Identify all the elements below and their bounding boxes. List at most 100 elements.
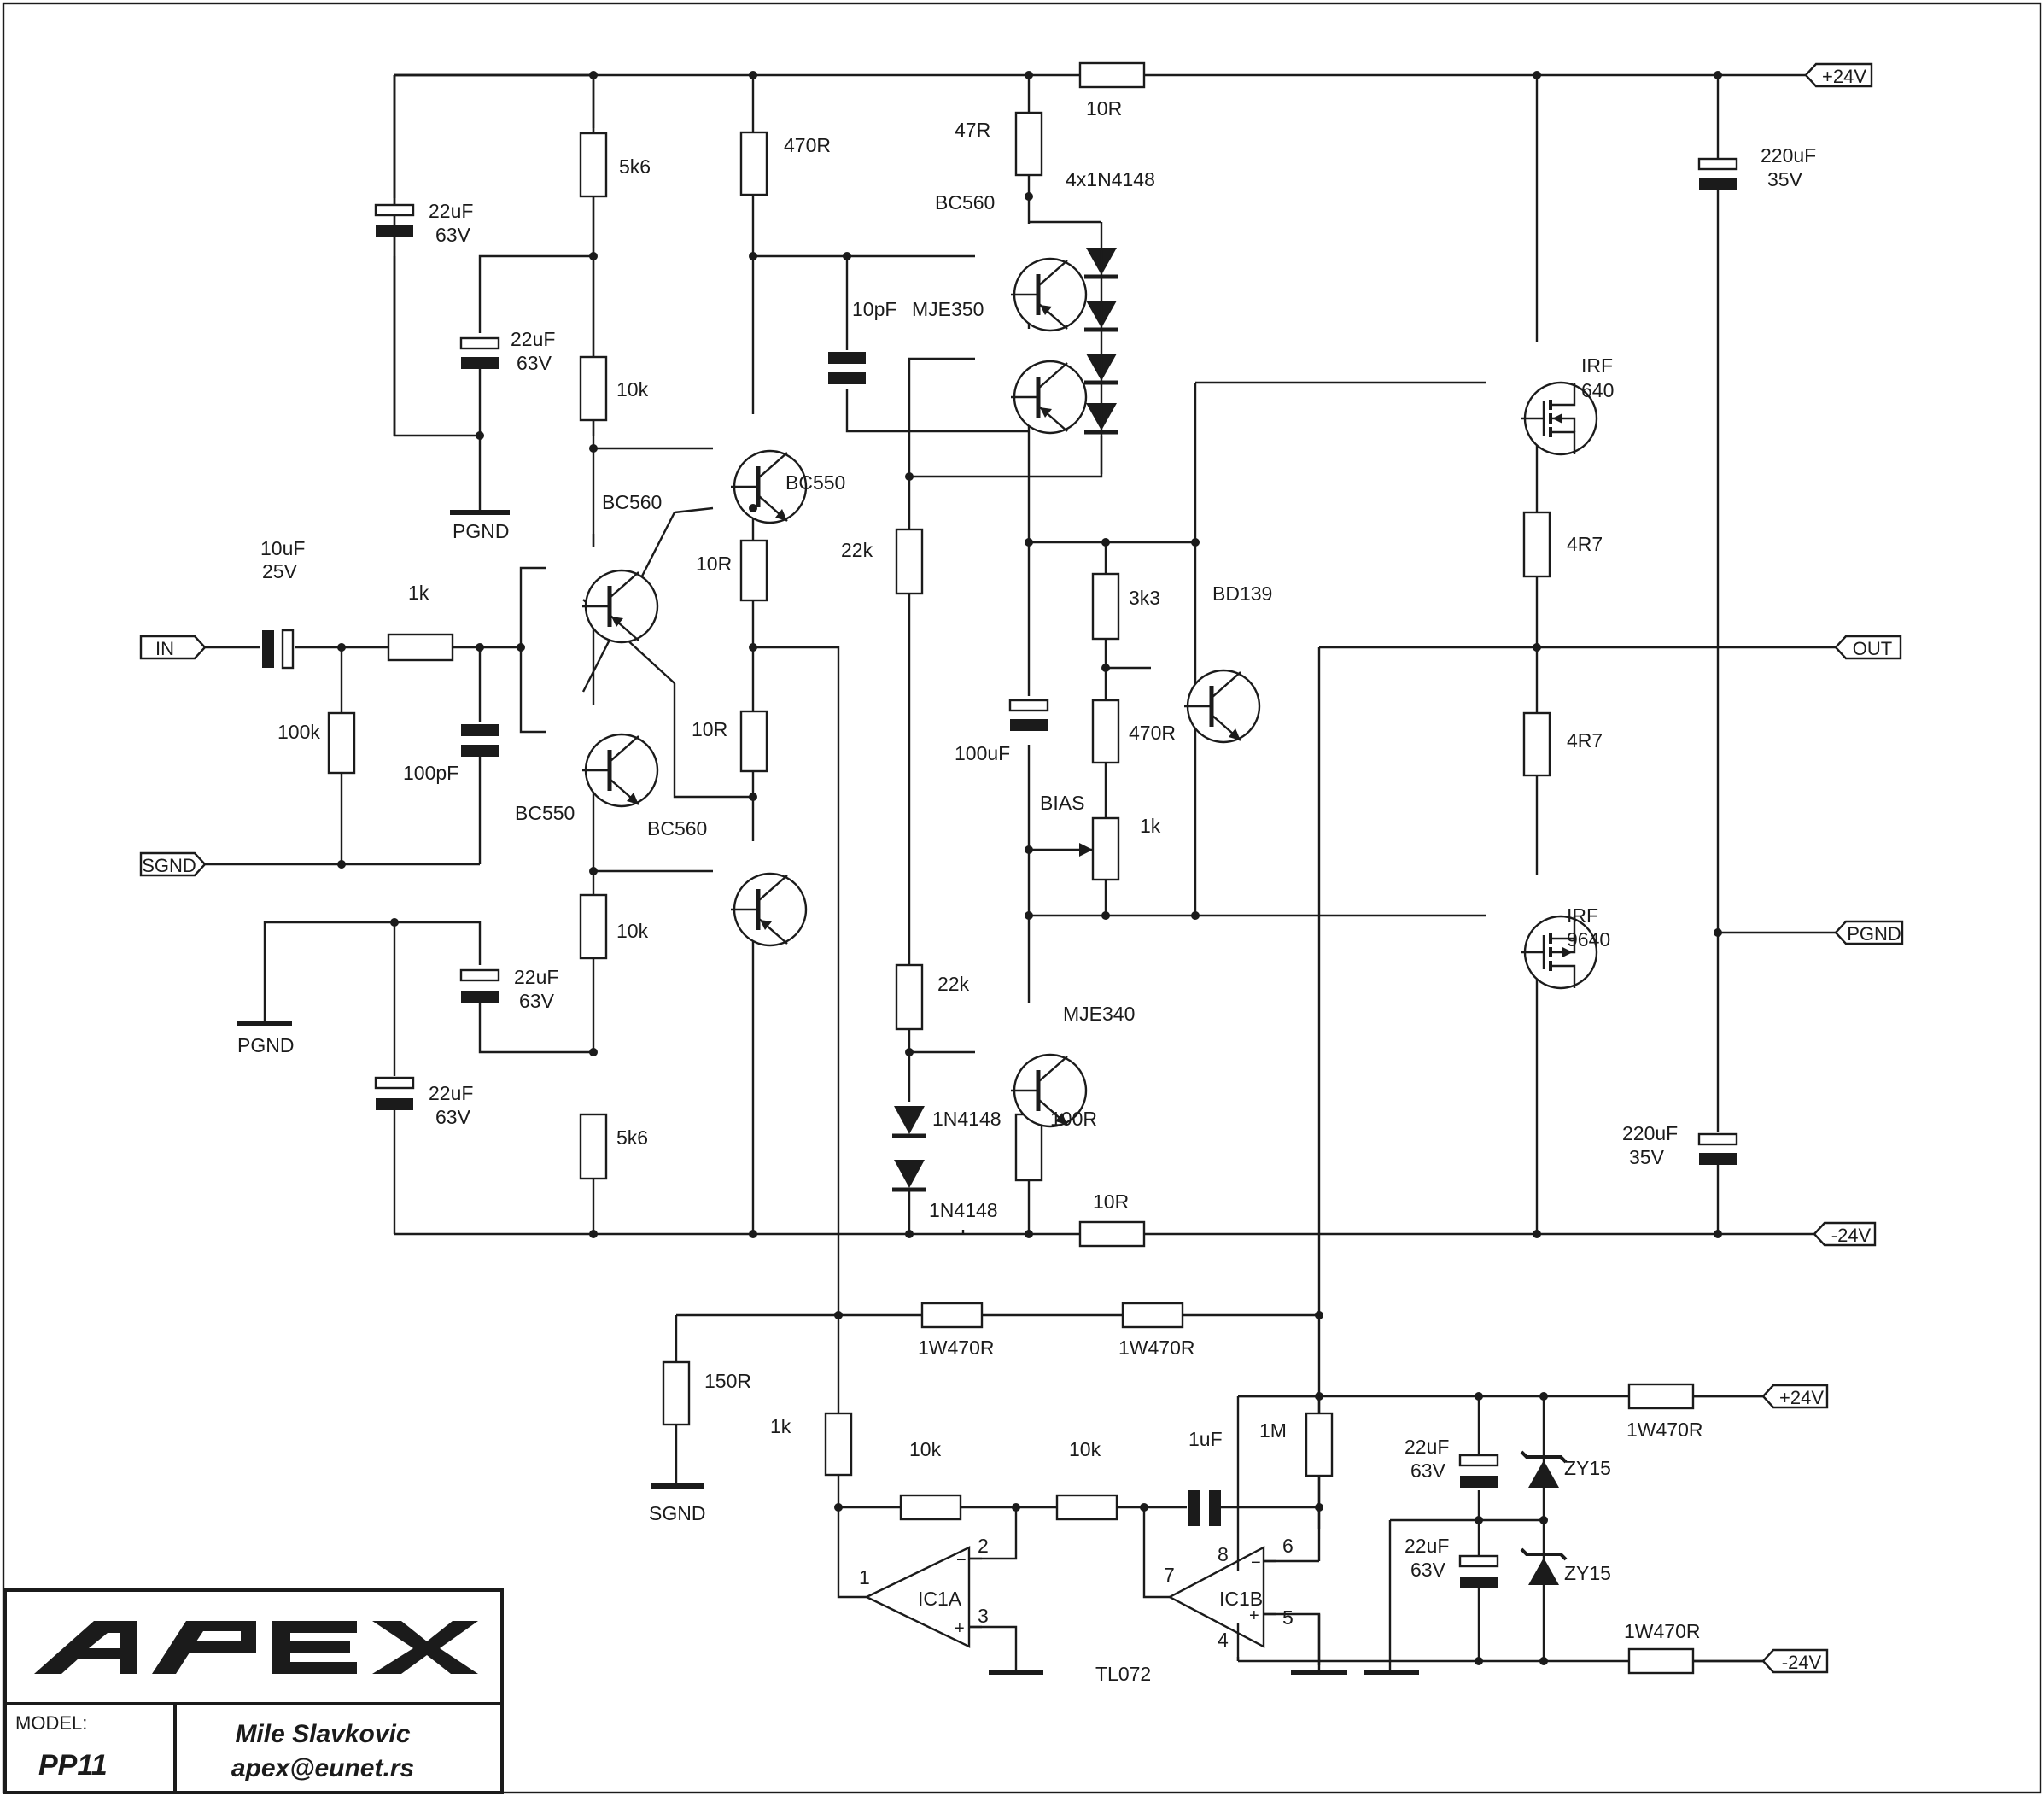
label-c-220-bottom-1: 220uF bbox=[1622, 1122, 1678, 1144]
opamp-ic1a bbox=[864, 1546, 971, 1648]
label-r-4r7-top: 4R7 bbox=[1567, 533, 1603, 555]
label-r-150r: 150R bbox=[704, 1370, 751, 1392]
author-name: Mile Slavkovic bbox=[235, 1720, 410, 1748]
apex-logo bbox=[34, 1621, 478, 1674]
label-c-aux-bottom-1: 22uF bbox=[1405, 1535, 1449, 1557]
label-r-4r7-bottom: 4R7 bbox=[1567, 729, 1603, 752]
resistor-3k3 bbox=[1091, 572, 1120, 641]
port-vneg-aux: -24V bbox=[1761, 1648, 1829, 1674]
resistor-4r7-top bbox=[1522, 511, 1551, 578]
label-bias: BIAS bbox=[1040, 792, 1084, 814]
label-r-10k-b: 10k bbox=[1069, 1438, 1101, 1460]
resistor-10r-top bbox=[1078, 61, 1146, 89]
label-c-100pf: 100pF bbox=[403, 762, 458, 784]
label-r-10k-a: 10k bbox=[909, 1438, 942, 1460]
resistor-10k-bottom bbox=[579, 893, 608, 960]
cap-22uf-bottom-outer bbox=[374, 1076, 415, 1110]
label-r-1w470-b: 1W470R bbox=[1118, 1337, 1194, 1359]
label-c-in-2: 25V bbox=[262, 560, 298, 582]
mosfet-irf9640 bbox=[1520, 915, 1598, 990]
svg-text:+: + bbox=[1249, 1606, 1259, 1625]
svg-text:-24V: -24V bbox=[1782, 1652, 1822, 1673]
resistor-1w470r-bottom bbox=[1627, 1647, 1695, 1675]
label-q-bc560-vas: BC560 bbox=[935, 191, 995, 214]
port-in: IN bbox=[139, 635, 207, 660]
resistor-10k-top bbox=[579, 355, 608, 422]
label-r-1w470-a: 1W470R bbox=[918, 1337, 994, 1359]
label-c-220-bottom-2: 35V bbox=[1629, 1146, 1665, 1168]
svg-text:+24V: +24V bbox=[1822, 66, 1866, 87]
ports: IN SGND +24V OUT PGND -24V +24V -24V bbox=[139, 62, 1904, 1674]
svg-text:OUT: OUT bbox=[1853, 638, 1892, 659]
resistor-1k-fb bbox=[824, 1412, 853, 1477]
label-q-bc560-lower: BC560 bbox=[647, 817, 707, 839]
label-r-10k-bottom: 10k bbox=[616, 920, 649, 942]
svg-text:−: − bbox=[1251, 1553, 1261, 1572]
svg-text:+: + bbox=[955, 1619, 965, 1638]
model-label: MODEL: bbox=[15, 1712, 87, 1734]
resistor-470r-bias bbox=[1091, 699, 1120, 764]
label-pin1: 1 bbox=[859, 1566, 870, 1588]
label-pin5: 5 bbox=[1282, 1606, 1294, 1629]
label-diodes-4: 4x1N4148 bbox=[1066, 168, 1155, 190]
svg-text:PGND: PGND bbox=[1847, 923, 1901, 945]
resistor-1w470r-b bbox=[1121, 1302, 1184, 1329]
resistor-150r bbox=[662, 1360, 691, 1426]
label-r-470r-bias: 470R bbox=[1129, 722, 1176, 744]
resistor-5k6-bottom bbox=[579, 1113, 608, 1180]
zener-zy15-top bbox=[1520, 1450, 1568, 1488]
label-r-10k-top: 10k bbox=[616, 378, 649, 401]
label-pgnd-top: PGND bbox=[453, 520, 509, 542]
label-tl072: TL072 bbox=[1095, 1663, 1151, 1685]
cap-22uf-bottom-inner bbox=[459, 968, 500, 1003]
cap-1uf bbox=[1188, 1490, 1221, 1526]
port-out: OUT bbox=[1834, 635, 1902, 660]
label-m-irf9640-1: IRF bbox=[1567, 904, 1598, 927]
label-ic1b: IC1B bbox=[1219, 1588, 1263, 1610]
label-r-10r-b: 10R bbox=[692, 718, 727, 740]
svg-text:+24V: +24V bbox=[1779, 1387, 1824, 1408]
resistor-1w470r-top bbox=[1627, 1383, 1695, 1410]
cap-22uf-aux-top bbox=[1458, 1454, 1499, 1488]
label-r-5k6-bottom: 5k6 bbox=[616, 1126, 648, 1149]
author-email: apex@eunet.rs bbox=[231, 1754, 414, 1782]
label-c-top-outer-2: 63V bbox=[435, 224, 471, 246]
label-r-3k3: 3k3 bbox=[1129, 587, 1160, 609]
label-c-10pf: 10pF bbox=[852, 298, 896, 320]
label-pin6: 6 bbox=[1282, 1535, 1294, 1557]
label-c-220-top-1: 220uF bbox=[1761, 144, 1816, 167]
label-r-22k-top: 22k bbox=[841, 539, 873, 561]
label-q-mje340: MJE340 bbox=[1063, 1003, 1135, 1025]
cap-100uf bbox=[1008, 699, 1049, 731]
cap-100pf bbox=[461, 724, 499, 757]
model-value: PP11 bbox=[38, 1749, 108, 1781]
label-c-top-inner-2: 63V bbox=[517, 352, 552, 374]
opamp-ic1b bbox=[1167, 1546, 1265, 1648]
label-q-mje350: MJE350 bbox=[912, 298, 984, 320]
cap-220uf-bottom bbox=[1697, 1132, 1738, 1165]
port-vneg: -24V bbox=[1813, 1221, 1877, 1247]
cap-22uf-top-outer bbox=[374, 198, 415, 248]
cap-220uf-top bbox=[1697, 157, 1738, 190]
transistor-bc560-vas bbox=[1011, 259, 1086, 331]
resistor-1m bbox=[1305, 1412, 1334, 1477]
label-sgnd-bottom: SGND bbox=[649, 1502, 705, 1524]
title-block: MODEL: PP11 Mile Slavkovic apex@eunet.rs bbox=[3, 1588, 504, 1794]
svg-text:SGND: SGND bbox=[142, 855, 196, 876]
transistor-bc560-lower bbox=[731, 874, 806, 945]
resistor-5k6-top bbox=[579, 132, 608, 198]
label-pin8: 8 bbox=[1218, 1543, 1229, 1565]
label-c-top-outer-1: 22uF bbox=[429, 200, 473, 222]
resistor-1k-input bbox=[387, 633, 454, 662]
cap-22uf-top-inner bbox=[459, 336, 500, 369]
resistor-10k-a bbox=[899, 1494, 962, 1521]
label-c-100uf: 100uF bbox=[955, 742, 1010, 764]
label-d1: 1N4148 bbox=[932, 1108, 1002, 1130]
diode-1n4148-a bbox=[892, 1106, 926, 1138]
junctions bbox=[337, 71, 1722, 1665]
resistor-47r bbox=[1014, 111, 1043, 177]
label-q-bc550-lower: BC550 bbox=[515, 802, 575, 824]
label-c-aux-top-2: 63V bbox=[1410, 1460, 1446, 1482]
label-c-in-1: 10uF bbox=[260, 537, 305, 559]
